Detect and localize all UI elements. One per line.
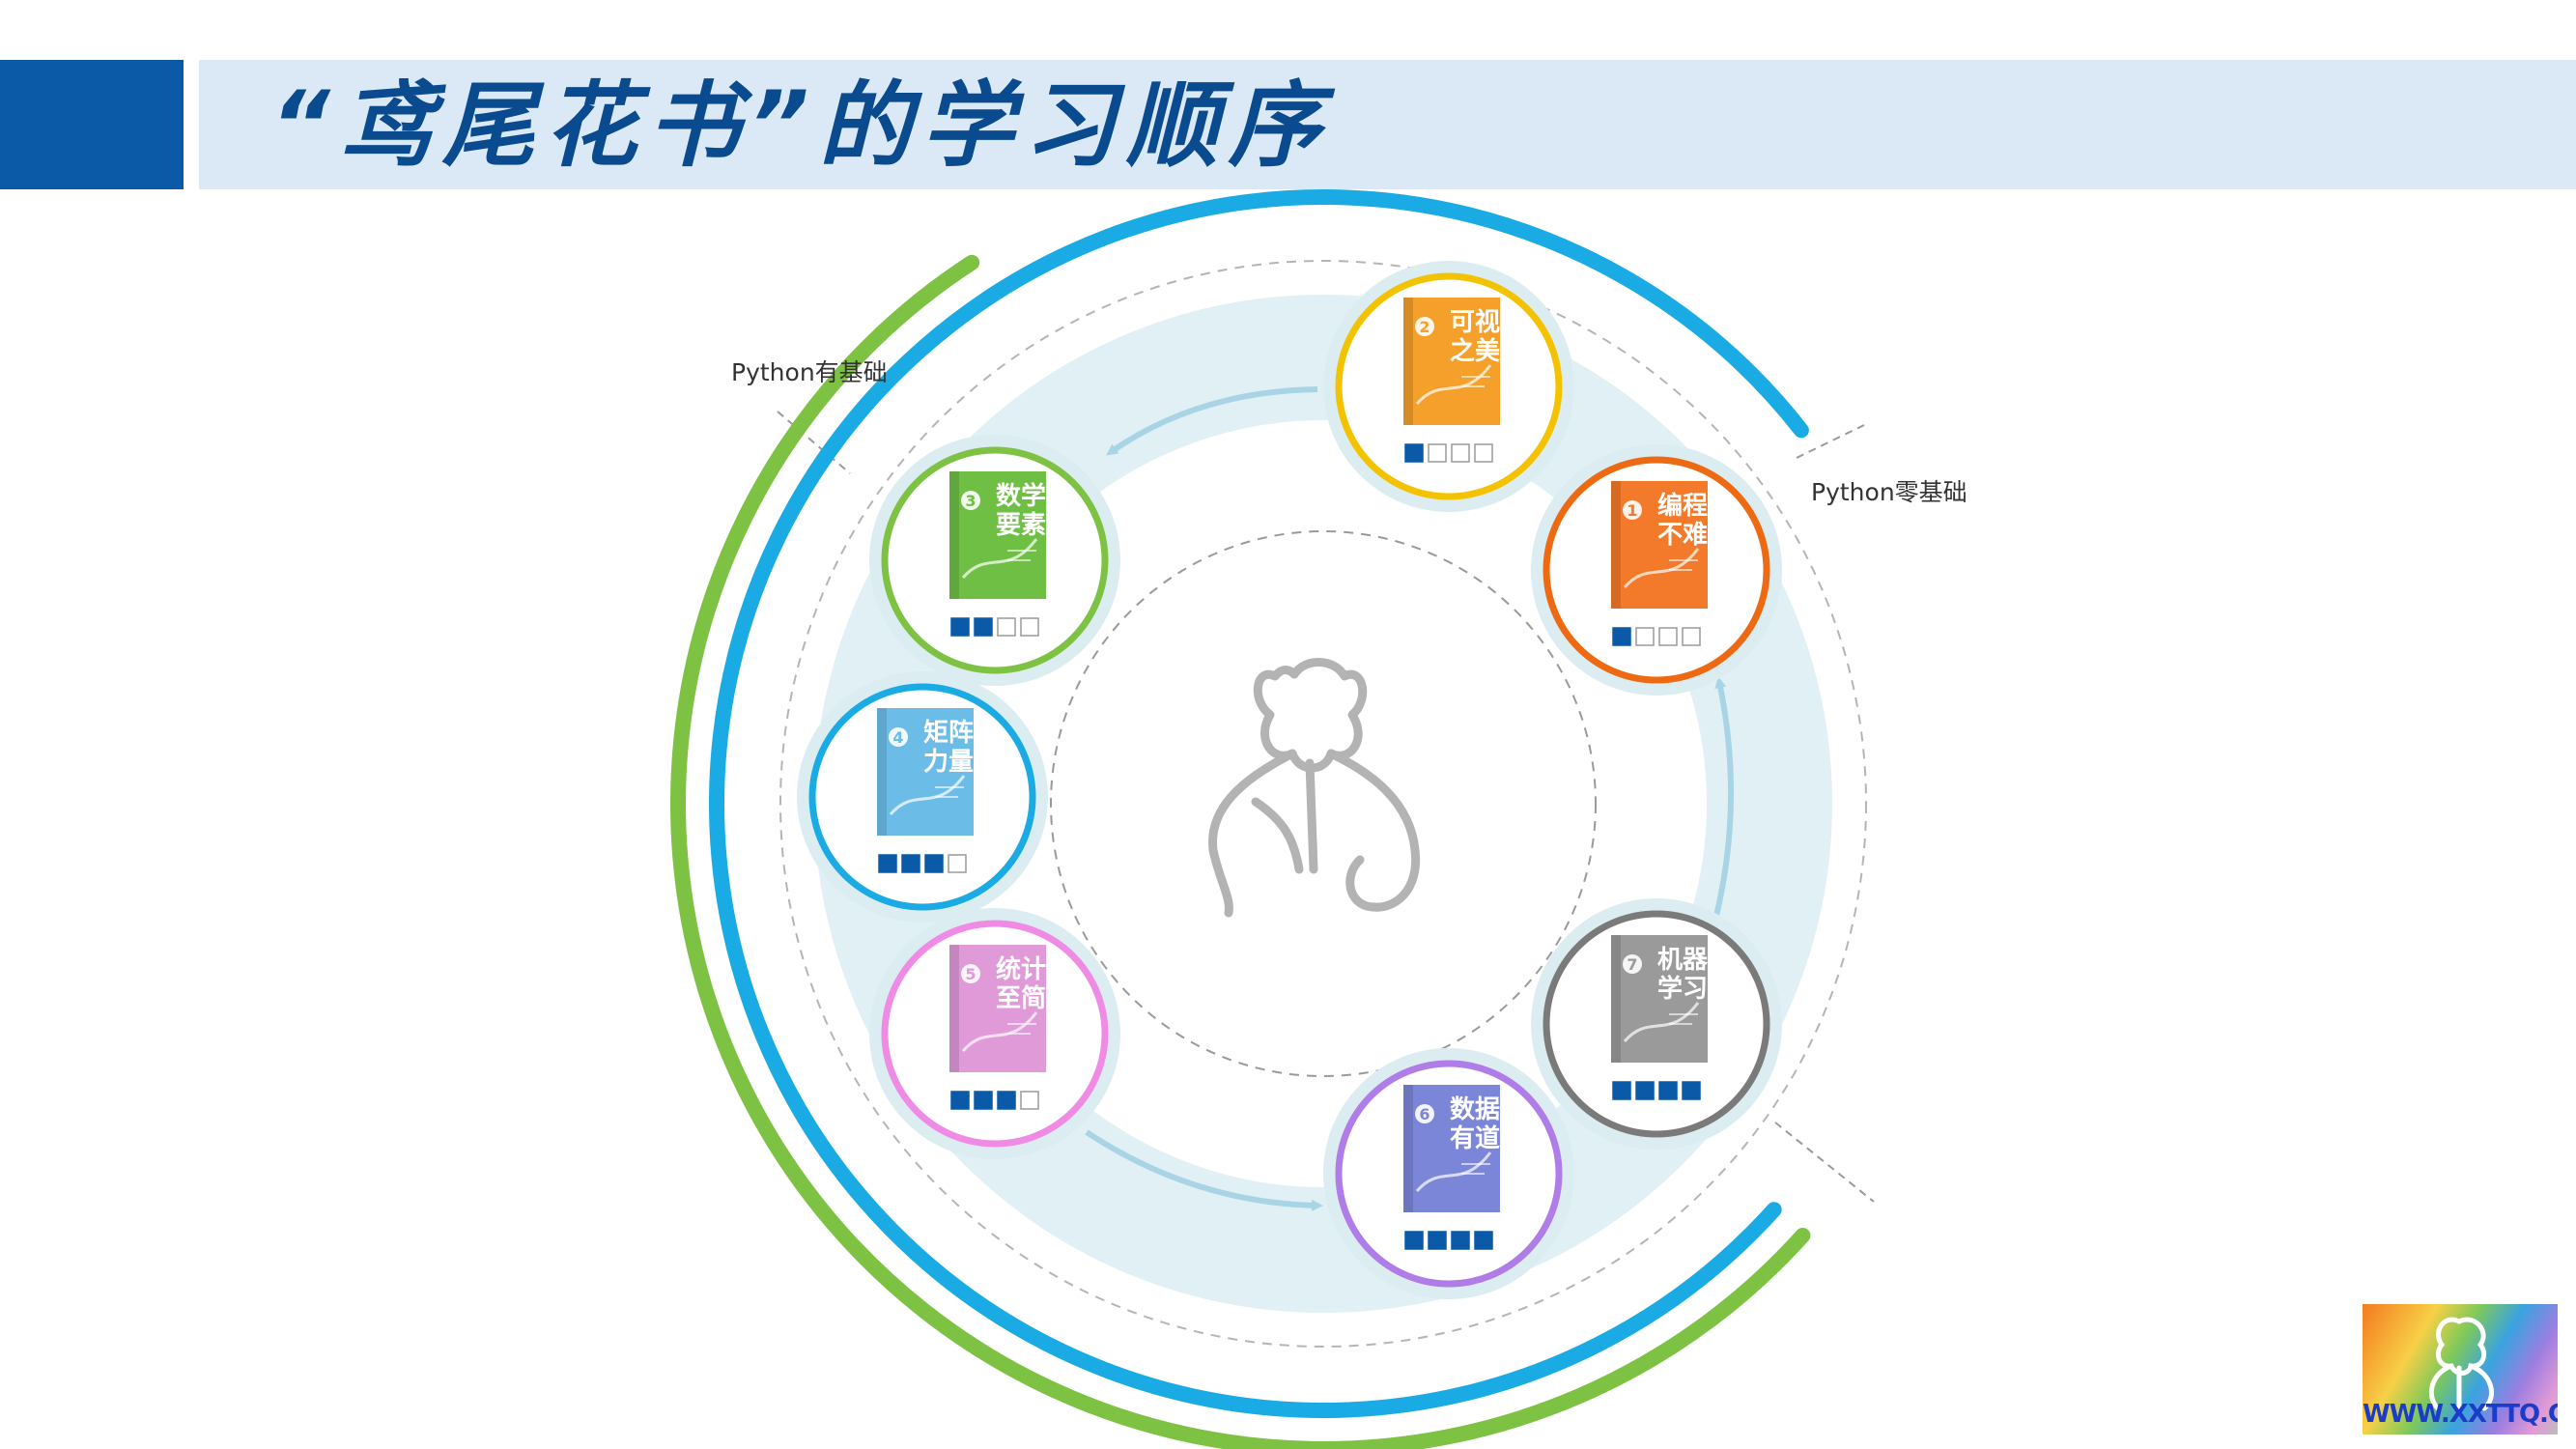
difficulty-square-filled [997,1091,1016,1110]
book-title-line2: 有道 [1450,1123,1500,1153]
difficulty-square-empty [1020,617,1039,637]
book-spine [1403,1085,1413,1212]
book-number-badge [1623,500,1642,520]
book-title-line1: 数据 [1450,1095,1500,1124]
difficulty-square-filled [901,854,920,873]
book-spine [1611,481,1621,609]
difficulty-square-filled [1682,1081,1701,1100]
book-cover-swoosh [1415,1151,1492,1192]
page-title: “鸢尾花书”的学习顺序 [270,71,1331,180]
title-bar [199,60,2576,189]
book-cover-swoosh [889,775,966,815]
book-cover-swoosh [1623,1002,1700,1042]
difficulty-square-filled [1612,627,1631,646]
difficulty-square-empty [1451,443,1470,463]
difficulty-square-filled [974,1091,993,1110]
difficulty-square-filled [878,854,897,873]
guide-line-python-basic [777,411,851,474]
outer-dashed-circle [779,260,1867,1348]
iris-center-icon [1208,658,1421,918]
difficulty-square-filled [924,854,944,873]
book-title-line2: 至简 [996,983,1046,1013]
difficulty-square-empty [948,854,967,873]
guide-line-end [1774,1122,1875,1203]
difficulty-square-empty [1474,443,1493,463]
book-title-line1: 可视 [1450,308,1500,337]
difficulty-square-filled [974,617,993,637]
book-title-line1: 编程 [1657,491,1708,521]
iris-logo[interactable]: WWW.XXTTQ.COM [2363,1304,2558,1435]
book-number: 3 [965,492,976,510]
book-number: 6 [1419,1105,1430,1123]
arrow-7-to-1 [1713,676,1735,921]
difficulty-square-empty [1428,443,1447,463]
arrow-5-to-6 [1085,1129,1323,1211]
difficulty-square-empty [1020,1091,1039,1110]
book-number-badge [1415,317,1434,336]
book-cover-swoosh [1623,548,1700,588]
book-spine [1403,298,1413,425]
book-number: 2 [1419,318,1430,336]
difficulty-square-filled [1428,1231,1447,1250]
book-title-line2: 学习 [1657,974,1708,1004]
book-number: 1 [1627,501,1637,520]
difficulty-square-empty [997,617,1016,637]
book-spine [1611,935,1621,1063]
inner-disc [1051,531,1596,1076]
difficulty-square-filled [950,617,970,637]
book-spine [949,945,959,1072]
iris-flower-icon [2428,1317,2494,1415]
book-number-badge [961,491,980,510]
label-python-basic: Python有基础 [731,358,888,386]
difficulty-square-filled [950,1091,970,1110]
book-number-badge [961,964,980,983]
book-spine [877,708,887,836]
book-spine [949,471,959,599]
difficulty-square-filled [1612,1081,1631,1100]
difficulty-square-filled [1658,1081,1678,1100]
book-number-badge [1623,954,1642,974]
title-accent-block [0,60,184,189]
label-python-zero: Python零基础 [1811,478,1967,506]
book-title-line1: 机器 [1657,946,1709,975]
book-title-line1: 矩阵 [923,719,974,748]
logo-url-text[interactable]: WWW.XXTTQ.COM [2363,1400,2558,1429]
difficulty-square-filled [1635,1081,1655,1100]
difficulty-square-filled [1451,1231,1470,1250]
book-cover-swoosh [961,1011,1038,1052]
book-title-line1: 数学 [996,481,1046,511]
difficulty-square-filled [1474,1231,1493,1250]
inner-dashed-circle [1050,530,1597,1077]
arrow-2-to-3 [1106,386,1318,456]
book-title-line2: 力量 [923,748,974,777]
difficulty-square-empty [1682,627,1701,646]
book-number: 7 [1627,955,1637,974]
book-cover-swoosh [961,538,1038,579]
difficulty-square-filled [1404,443,1424,463]
book-title-line1: 统计 [996,954,1046,984]
book-cover-swoosh [1415,364,1492,405]
book-number: 4 [892,728,903,747]
difficulty-square-filled [1404,1231,1424,1250]
book-title-line2: 之美 [1450,336,1500,366]
book-number: 5 [965,965,976,983]
difficulty-square-empty [1635,627,1655,646]
book-number-badge [1415,1104,1434,1123]
difficulty-square-empty [1658,627,1678,646]
book-number-badge [889,727,908,747]
arc-python-basic [670,254,1811,1449]
arc-python-zero [709,189,1809,1418]
book-title-line2: 不难 [1657,521,1708,550]
book-title-line2: 要素 [996,511,1046,540]
